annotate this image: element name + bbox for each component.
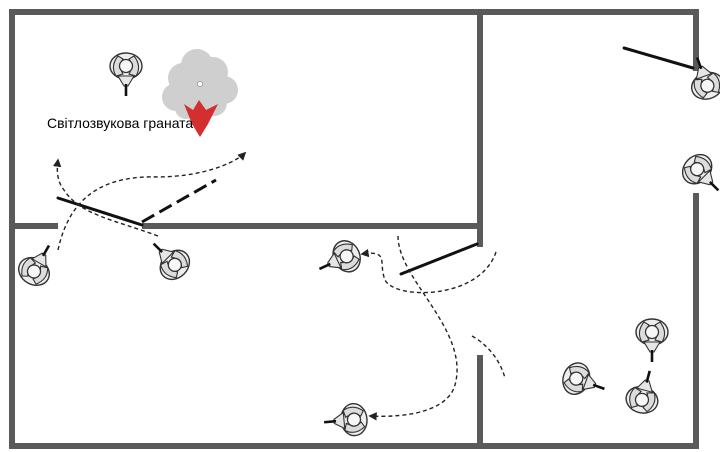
soldier-lower-room [321,401,370,440]
path-corridor-tail [471,335,506,379]
door-right-room [622,46,695,70]
soldier-top-room [108,51,144,98]
soldier-right-room-b [634,317,670,364]
doors [56,46,695,276]
soldier-middle-room [311,235,367,285]
grenade-throw-path [141,178,217,224]
door-right-corridor [399,242,479,276]
soldier-right-door-top [680,50,720,105]
soldier-right-room-a [557,357,612,406]
path-corridor-to-middle-soldier [360,248,497,294]
path-left-soldier-to-top-room [57,151,247,251]
movement-paths [52,151,506,421]
flash-burst-icon [184,100,218,137]
path-second-soldier-to-top-room [52,158,159,237]
soldier-right-room-c [621,365,667,418]
walls [9,9,699,449]
soldier-left-entry [12,236,65,293]
grenade-label: Світлозвукова граната [47,115,194,131]
door-top-room [56,196,144,227]
soldiers [12,50,720,440]
soldier-second-entry [141,231,197,287]
smoke-cloud [162,49,238,119]
path-corridor-to-lower-room [368,235,458,421]
